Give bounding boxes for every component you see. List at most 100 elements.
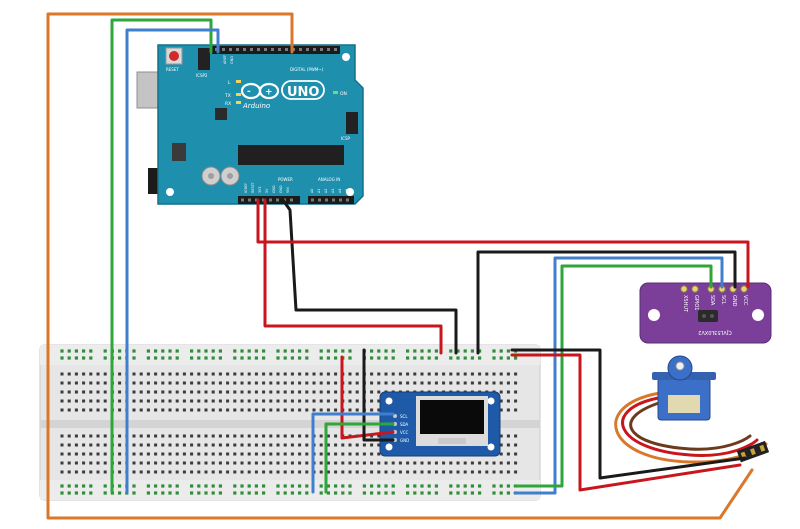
breadboard-hole [182,408,186,412]
breadboard-hole [240,399,244,403]
breadboard-hole [247,372,251,376]
breadboard-hole [211,443,215,447]
breadboard-hole [247,443,251,447]
breadboard-hole [319,470,323,474]
rail-hole [391,349,395,353]
breadboard-hole [74,390,78,394]
a0-label: A0 [310,189,314,193]
breadboard-hole [240,408,244,412]
breadboard-hole [362,443,366,447]
rail-hole [305,356,309,360]
breadboard-hole [370,390,374,394]
breadboard-hole [499,470,503,474]
breadboard-hole [391,381,395,385]
breadboard-hole [182,399,186,403]
breadboard-hole [276,372,280,376]
breadboard-hole [305,399,309,403]
rail-hole [67,484,71,488]
breadboard-hole [139,452,143,456]
breadboard-hole [449,470,453,474]
oled-mount-hole [487,443,495,451]
breadboard-hole [355,372,359,376]
breadboard-hole [161,434,165,438]
rail-hole [175,484,179,488]
breadboard-hole [269,470,273,474]
breadboard-hole [96,434,100,438]
breadboard-hole [161,381,165,385]
sensor-pin-scl-label: SCL [720,295,726,305]
rail-hole [391,356,395,360]
breadboard-hole [168,381,172,385]
breadboard-hole [96,443,100,447]
breadboard-hole [103,390,107,394]
breadboard-hole [240,452,244,456]
icsp-label: ICSP [341,136,351,141]
rail-hole [362,491,366,495]
rail-hole [175,491,179,495]
rail-hole [341,484,345,488]
breadboard-hole [218,408,222,412]
breadboard-hole [82,390,86,394]
breadboard-hole [175,470,179,474]
led-tx [236,93,241,96]
breadboard-hole [427,470,431,474]
breadboard-hole [60,390,64,394]
breadboard-hole [334,443,338,447]
breadboard-hole [74,399,78,403]
rail-hole [427,484,431,488]
rail-hole [233,356,237,360]
breadboard-hole [118,470,122,474]
rail-hole [60,349,64,353]
breadboard-hole [305,408,309,412]
rail-hole [326,356,330,360]
logo-loop-right [258,82,280,100]
breadboard-hole [334,390,338,394]
breadboard-hole [226,390,230,394]
breadboard-hole [204,443,208,447]
breadboard-hole [139,372,143,376]
breadboard-hole [67,452,71,456]
breadboard-hole [161,372,165,376]
breadboard-hole [283,443,287,447]
rail-hole [384,484,388,488]
rail-hole [211,356,215,360]
breadboard-hole [240,381,244,385]
rail-hole [298,491,302,495]
rail-hole [161,349,165,353]
breadboard-hole [499,372,503,376]
rail-hole [305,484,309,488]
breadboard-hole [74,443,78,447]
breadboard-hole [377,381,381,385]
breadboard-hole [478,470,482,474]
breadboard-hole [398,381,402,385]
rail-hole [190,484,194,488]
wires [46,12,754,520]
breadboard-hole [492,372,496,376]
breadboard-hole [146,470,150,474]
arduino-uno-board: RESET ICSP2 AREF GND DIGITAL (PWM~) L TX… [136,44,364,205]
breadboard-hole [470,470,474,474]
rail-hole [240,356,244,360]
breadboard-hole [355,452,359,456]
breadboard-hole [254,381,258,385]
rail-hole [233,349,237,353]
breadboard-hole [197,452,201,456]
breadboard-hole [182,381,186,385]
rail-hole [132,484,136,488]
breadboard-hole [190,408,194,412]
sensor-pin [691,285,699,293]
breadboard-hole [218,381,222,385]
breadboard-hole [211,434,215,438]
breadboard-hole [442,372,446,376]
breadboard-hole [348,390,352,394]
servo-cable-brown [629,400,752,451]
5v-label: 5V [265,188,269,193]
breadboard-hole [298,372,302,376]
oled-pin-gnd-label: GND [400,438,409,443]
breadboard-hole [211,461,215,465]
led-l-label: L [228,80,231,86]
rail-hole [118,356,122,360]
breadboard-hole [254,443,258,447]
wire-blue-sensor-scl [513,256,724,495]
breadboard-hole [341,452,345,456]
